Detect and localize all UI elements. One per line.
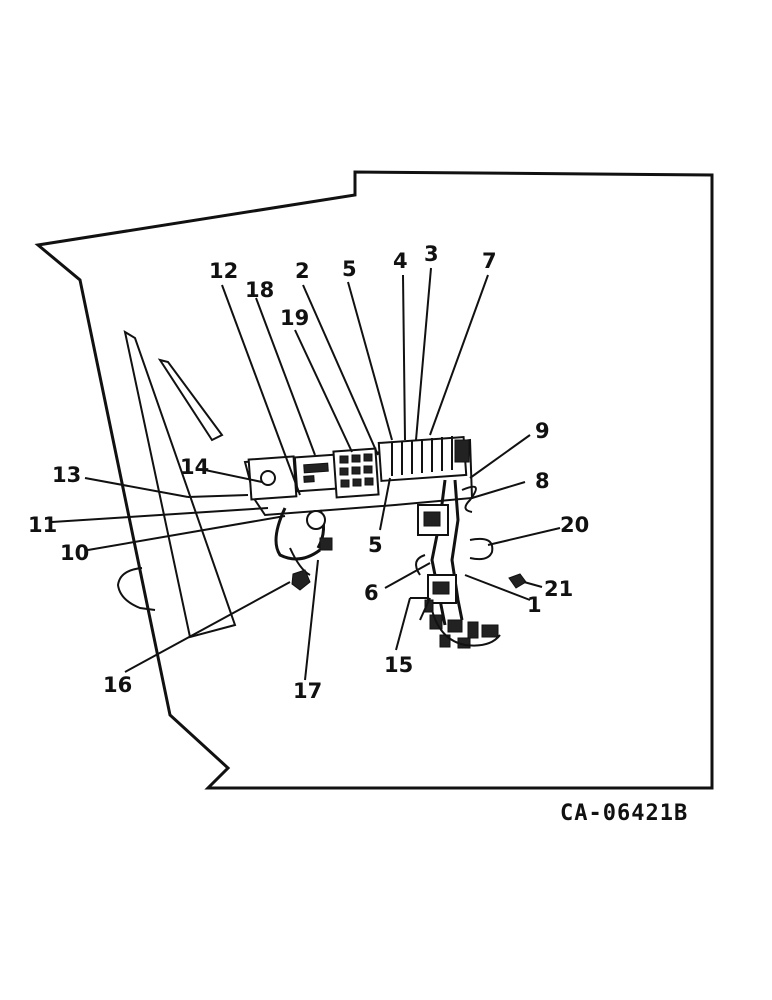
callout-label: 3 [424,242,439,266]
callout-label: 13 [52,463,81,487]
callout-label: 2 [295,259,310,283]
callout-label: 6 [364,581,379,605]
harness-main-trunk [450,479,464,621]
callout-label: 12 [209,259,238,283]
gauge-cluster [293,453,339,493]
wiring-harness-assembly [243,435,527,649]
callout-label: 14 [180,455,209,479]
harness-left-branch [274,507,321,561]
callout-label: 9 [535,419,550,443]
callout-label: 5 [342,257,357,281]
callout-label: 11 [28,513,57,537]
cab-notch [116,567,156,611]
callout-label: 20 [560,513,589,537]
connector-16 [291,569,311,591]
panel-bezel-left [247,455,298,501]
callout-label: 18 [245,278,274,302]
leader-lines [51,267,561,681]
callout-label: 8 [535,469,550,493]
wiper-arm [157,358,224,442]
callout-label: 1 [527,593,542,617]
callout-label: 4 [393,249,408,273]
callout-label: 10 [60,541,89,565]
callout-label: 15 [384,653,413,677]
callout-label: 7 [482,249,497,273]
callout-label: 17 [293,679,322,703]
callout-label: 16 [103,673,132,697]
cab-outline [34,170,714,790]
connector-21 [508,573,527,589]
callout-label: 21 [544,577,573,601]
figure-code: CA-06421B [560,801,688,826]
callout-label: 5 [368,533,383,557]
callout-label: 19 [280,306,309,330]
callout-labels: 12 18 2 19 5 4 3 7 9 8 13 14 11 10 5 20 … [28,242,589,703]
